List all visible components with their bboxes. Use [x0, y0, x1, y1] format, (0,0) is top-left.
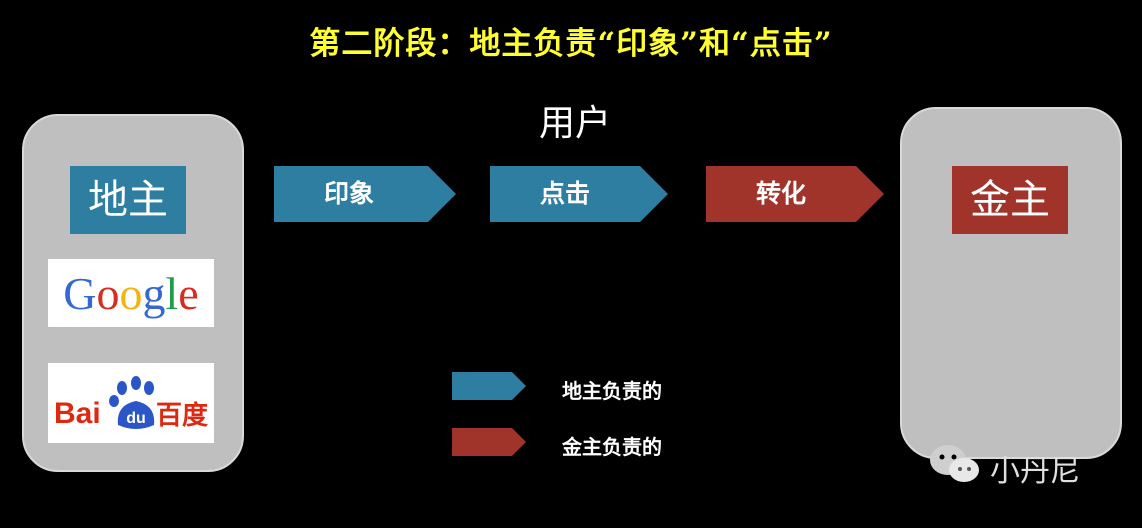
advertiser-panel: [900, 107, 1122, 459]
flow-label-impression: 印象: [323, 179, 374, 208]
baidu-logo-graphic: Bai du 百度: [54, 376, 208, 431]
flow-arrow-impression: 印象: [274, 166, 456, 222]
landlord-label: 地主: [70, 166, 186, 234]
wechat-icon: [930, 445, 979, 482]
baidu-paw-icon: [109, 376, 155, 429]
legend-label-advertiser: 金主负责的: [562, 435, 662, 459]
baidu-logo: Bai du 百度: [48, 363, 214, 443]
baidu-latin-text: Bai: [54, 397, 101, 430]
legend-swatch-landlord: [452, 372, 526, 404]
baidu-paw-text: du: [126, 410, 146, 427]
watermark-text: 小丹尼: [990, 454, 1080, 489]
google-logo-graphic: Google: [63, 268, 198, 319]
watermark: 小丹尼: [926, 440, 1126, 490]
legend-label-landlord: 地主负责的: [562, 379, 662, 403]
user-label: 用户: [538, 103, 611, 144]
flow-label-click: 点击: [539, 179, 590, 208]
baidu-cn-text: 百度: [156, 400, 208, 431]
flow-arrow-conversion: 转化: [706, 166, 884, 222]
page-title: 第二阶段：地主负责“印象”和“点击”: [309, 26, 833, 62]
flow-arrow-click: 点击: [490, 166, 668, 222]
legend-swatch-advertiser: [452, 428, 526, 460]
flow-label-conversion: 转化: [755, 179, 806, 208]
svg-text:Google: Google: [63, 268, 198, 319]
advertiser-label: 金主: [952, 166, 1068, 234]
google-logo: Google: [48, 259, 214, 327]
